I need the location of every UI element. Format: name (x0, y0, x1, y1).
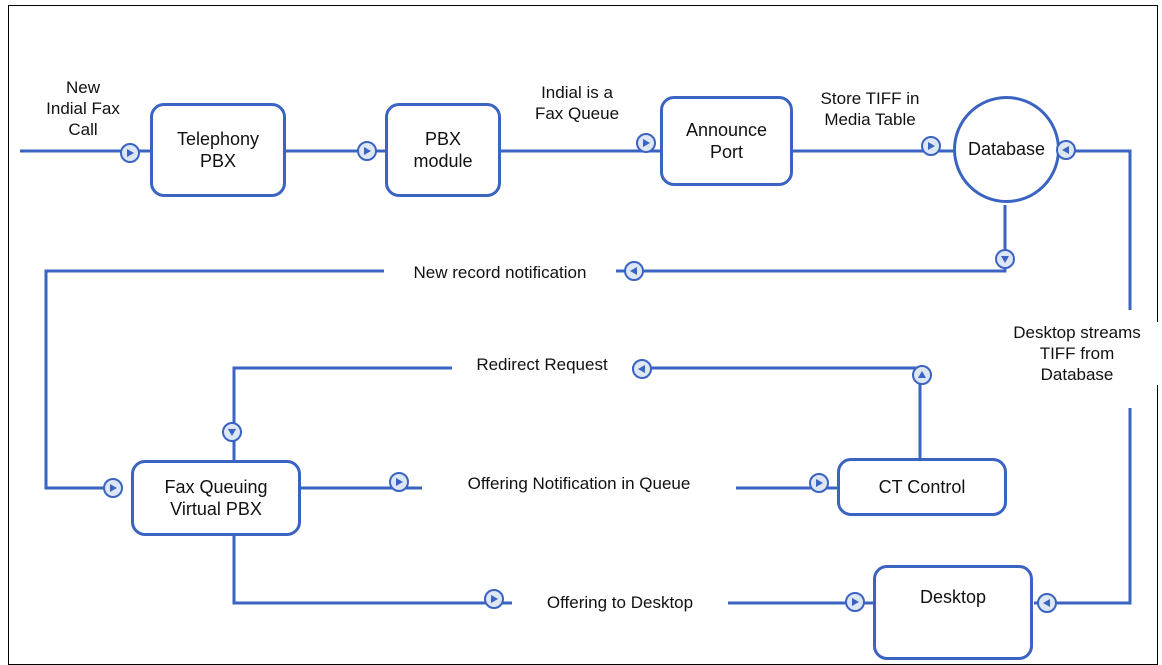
announce-port-node: Announce Port (660, 96, 793, 186)
arrow-ct-up-icon (912, 365, 932, 385)
desktop-node: Desktop (873, 565, 1033, 660)
arrow-offering-queue-icon (389, 472, 409, 492)
pbx-module-node: PBX module (385, 103, 501, 197)
fax-queuing-node: Fax Queuing Virtual PBX (131, 460, 301, 536)
label-offering-desktop: Offering to Desktop (512, 592, 728, 613)
arrow-database-return-icon (1056, 140, 1076, 160)
arrow-into-telephony-icon (120, 143, 140, 163)
label-store-tiff: Store TIFF in Media Table (820, 89, 920, 129)
arrow-new-record-icon (624, 261, 644, 281)
label-new-record-notification: New record notification (384, 262, 616, 283)
label-desktop-streams: Desktop streams TIFF from Database (992, 322, 1162, 385)
arrow-redirect-down-icon (222, 422, 242, 442)
arrow-into-ct-control-icon (809, 473, 829, 493)
arrow-into-database-icon (921, 136, 941, 156)
arrow-into-pbx-module-icon (357, 141, 377, 161)
arrow-offering-desktop-icon (484, 589, 504, 609)
label-new-indial-fax-call: New Indial Fax Call (46, 78, 120, 139)
telephony-pbx-node: Telephony PBX (150, 103, 286, 197)
arrow-desktop-streams-icon (1037, 593, 1057, 613)
arrow-into-desktop-icon (845, 592, 865, 612)
arrow-database-down-icon (995, 249, 1015, 269)
label-offering-notification: Offering Notification in Queue (422, 473, 736, 494)
label-redirect-request: Redirect Request (452, 354, 632, 375)
arrow-into-fax-queuing-icon (103, 478, 123, 498)
ct-control-node: CT Control (837, 458, 1007, 516)
arrow-into-announce-icon (636, 133, 656, 153)
arrow-redirect-icon (632, 359, 652, 379)
label-indial-fax-queue: Indial is a Fax Queue (534, 83, 620, 123)
